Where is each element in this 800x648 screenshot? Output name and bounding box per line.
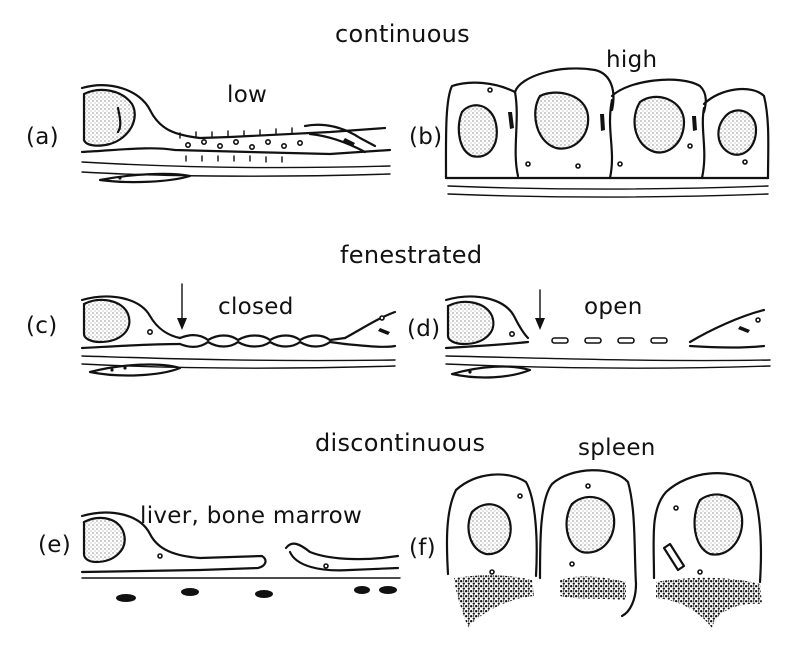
title-fenestrated: fenestrated xyxy=(340,241,483,269)
panel-a-letter: (a) xyxy=(26,124,59,150)
nucleus-c xyxy=(82,298,131,344)
nucleus-a xyxy=(82,88,136,147)
panel-b-letter: (b) xyxy=(409,124,443,150)
nucleus-b3 xyxy=(633,95,686,154)
nucleus-f3 xyxy=(693,493,744,556)
panel-b-drawing xyxy=(444,67,770,198)
title-continuous: continuous xyxy=(335,20,470,48)
panel-d-letter: (d) xyxy=(407,316,441,342)
panel-e-drawing xyxy=(80,511,401,602)
panel-f-label: spleen xyxy=(578,435,656,461)
nucleus-b1 xyxy=(457,104,498,158)
nucleus-f1 xyxy=(467,503,512,556)
panel-c-label: closed xyxy=(218,294,294,320)
panel-e-letter: (e) xyxy=(38,532,71,558)
panel-d-drawing xyxy=(444,289,771,379)
panel-f-drawing xyxy=(445,469,763,628)
panel-d-label: open xyxy=(584,294,643,320)
panel-b-label: high xyxy=(606,47,658,73)
panel-e-label: liver, bone marrow xyxy=(140,503,363,529)
nucleus-b2 xyxy=(534,91,590,150)
nucleus-d xyxy=(446,300,495,346)
nucleus-b4 xyxy=(717,109,758,156)
title-discontinuous: discontinuous xyxy=(315,429,486,457)
panel-c-drawing xyxy=(80,283,397,377)
nucleus-f2 xyxy=(565,495,616,554)
panel-a-label: low xyxy=(227,82,268,108)
panel-f-letter: (f) xyxy=(409,535,436,561)
panel-a-drawing xyxy=(80,84,392,184)
panel-c-letter: (c) xyxy=(26,313,58,339)
nucleus-e xyxy=(82,516,126,564)
